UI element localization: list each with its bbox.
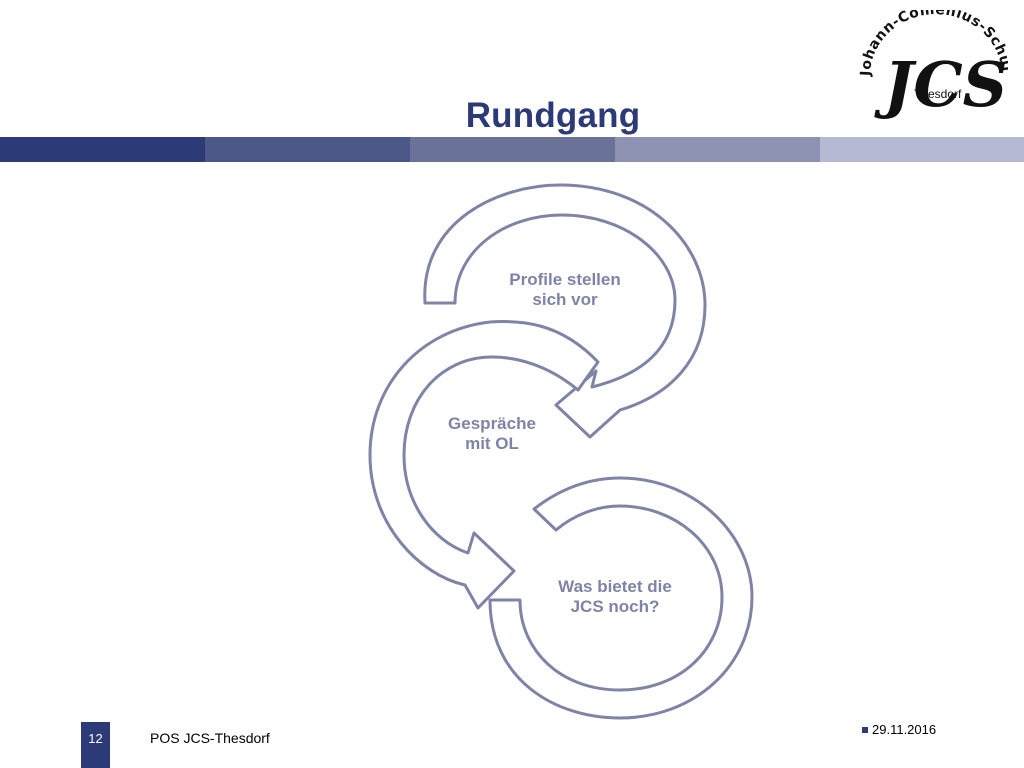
band-segment (820, 137, 1024, 162)
cycle-arrow-2 (368, 319, 600, 610)
step-label-jcs: Was bietet die JCS noch? (558, 577, 672, 616)
header-color-band (0, 137, 1024, 162)
logo-town: Thesdorf (914, 87, 962, 101)
footer-date: 29.11.2016 (862, 722, 936, 737)
page-number: 12 (81, 722, 110, 768)
school-logo: Johann-Comenius-Schule JCS Thesdorf (856, 10, 1008, 121)
footer-date-text: 29.11.2016 (872, 722, 937, 737)
bullet-icon (862, 726, 868, 733)
cycle-arrow-3 (488, 476, 754, 720)
logo-monogram: JCS (874, 48, 1007, 121)
step-label-gespraeche: Gespräche mit OL (448, 414, 536, 453)
step-label-profile: Profile stellen sich vor (509, 270, 621, 309)
band-segment (0, 137, 205, 162)
cycle-arrow-1 (423, 183, 707, 439)
footer-text: POS JCS-Thesdorf (150, 730, 270, 746)
band-segment (410, 137, 615, 162)
band-segment (205, 137, 410, 162)
band-segment (615, 137, 820, 162)
page-title: Rundgang (465, 96, 641, 135)
